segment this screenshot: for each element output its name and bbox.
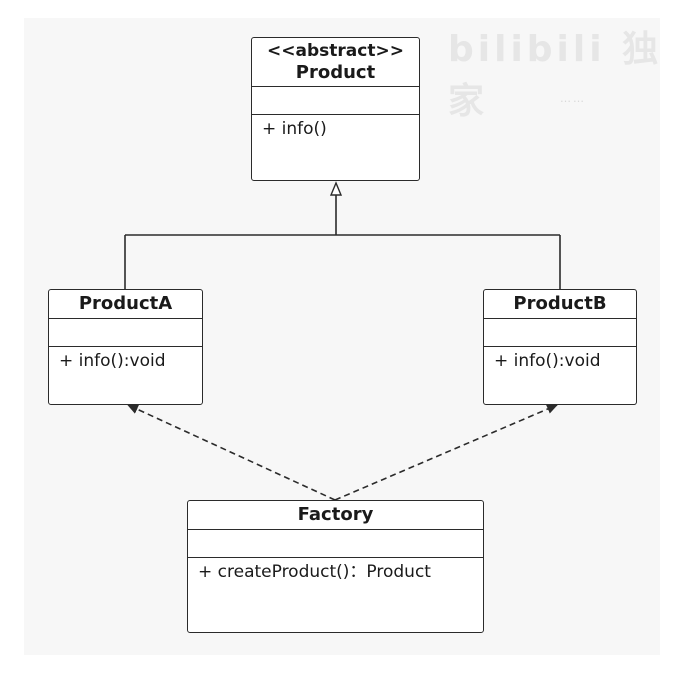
class-productb[interactable]: ProductB + info():void xyxy=(483,289,637,405)
class-factory[interactable]: Factory + createProduct()：Product xyxy=(187,500,484,633)
class-product-name: Product xyxy=(295,62,376,83)
class-product-header: <<abstract>> Product xyxy=(252,38,419,87)
class-productb-attributes xyxy=(484,319,636,347)
class-producta-operation: + info():void xyxy=(59,351,166,371)
class-factory-name: Factory xyxy=(188,501,483,530)
class-factory-attributes xyxy=(188,530,483,558)
watermark-logo: bilibili 独家 xyxy=(448,29,663,122)
class-factory-operation: + createProduct()：Product xyxy=(198,562,431,582)
class-productb-name: ProductB xyxy=(484,290,636,319)
class-product-attributes xyxy=(252,87,419,115)
generalization-arrowhead xyxy=(329,181,343,196)
class-product-operation: + info() xyxy=(262,119,327,139)
watermark-subtext: …… xyxy=(560,92,586,105)
class-product-stereotype: <<abstract>> xyxy=(267,41,404,61)
dependency-factory-producta xyxy=(127,404,336,501)
class-producta-attributes xyxy=(49,319,202,347)
class-product[interactable]: <<abstract>> Product + info() xyxy=(251,37,420,181)
class-producta-name: ProductA xyxy=(49,290,202,319)
class-producta[interactable]: ProductA + info():void xyxy=(48,289,203,405)
dependency-factory-productb xyxy=(334,404,558,501)
class-productb-operation: + info():void xyxy=(494,351,601,371)
